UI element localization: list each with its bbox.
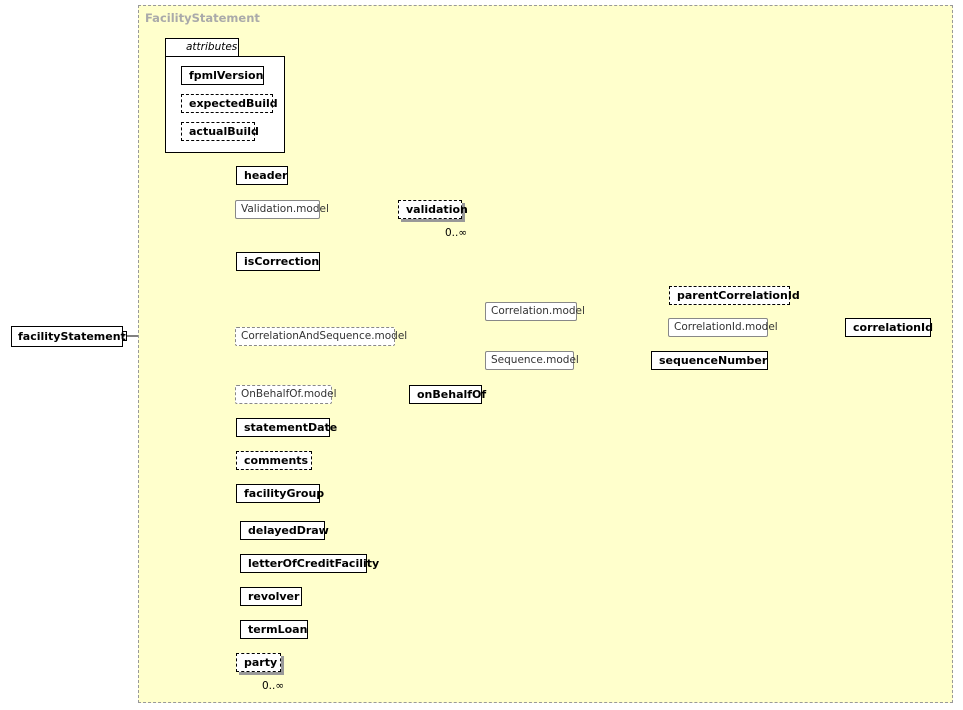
group-correlation-and-sequence-model[interactable]: CorrelationAndSequence.model bbox=[235, 327, 407, 346]
validation-occurrence: 0..∞ bbox=[445, 227, 468, 239]
element-is-correction[interactable]: isCorrection bbox=[236, 252, 320, 271]
element-term-loan[interactable]: termLoan bbox=[240, 620, 308, 639]
group-correlation-model[interactable]: Correlation.model bbox=[485, 302, 585, 321]
element-correlation-id[interactable]: correlationId bbox=[845, 318, 933, 337]
element-sequence-number[interactable]: sequenceNumber bbox=[651, 351, 768, 370]
element-statement-date[interactable]: statementDate bbox=[236, 418, 337, 437]
group-on-behalf-of-model[interactable]: OnBehalfOf.model bbox=[235, 385, 337, 404]
attr-actual-build[interactable]: actualBuild bbox=[181, 122, 259, 141]
element-validation[interactable]: validation bbox=[398, 200, 468, 219]
element-comments[interactable]: comments bbox=[236, 451, 312, 470]
element-on-behalf-of[interactable]: onBehalfOf bbox=[409, 385, 486, 404]
group-correlation-id-model[interactable]: CorrelationId.model bbox=[668, 318, 778, 337]
attributes-label: attributes bbox=[186, 41, 238, 53]
attr-expected-build[interactable]: expectedBuild bbox=[181, 94, 278, 113]
attributes-tab bbox=[165, 38, 239, 57]
type-name-label: FacilityStatement bbox=[145, 11, 260, 25]
element-party[interactable]: party bbox=[236, 653, 281, 672]
root-element-facility-statement[interactable]: facilityStatement bbox=[11, 326, 126, 347]
element-delayed-draw[interactable]: delayedDraw bbox=[240, 521, 329, 540]
element-revolver[interactable]: revolver bbox=[240, 587, 302, 606]
group-sequence-model[interactable]: Sequence.model bbox=[485, 351, 579, 370]
group-validation-model[interactable]: Validation.model bbox=[235, 200, 329, 219]
element-letter-of-credit-facility[interactable]: letterOfCreditFacility bbox=[240, 554, 379, 573]
element-parent-correlation-id[interactable]: parentCorrelationId bbox=[669, 286, 800, 305]
element-header[interactable]: header bbox=[236, 166, 288, 185]
element-facility-group[interactable]: facilityGroup bbox=[236, 484, 324, 503]
party-occurrence: 0..∞ bbox=[262, 680, 285, 692]
attr-fpml-version[interactable]: fpmlVersion bbox=[181, 66, 264, 85]
